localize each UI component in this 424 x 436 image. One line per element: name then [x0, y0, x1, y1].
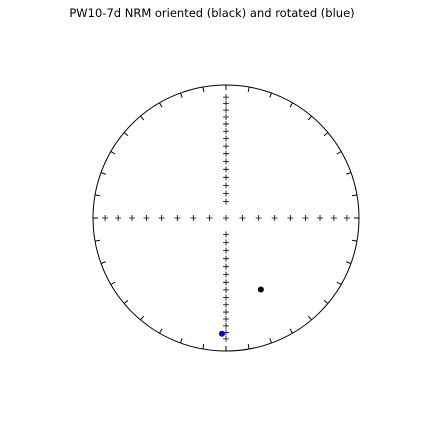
axis-cross: [223, 114, 229, 121]
axis-cross: [223, 198, 229, 205]
axis-cross: [223, 128, 229, 135]
rim-tick: [346, 172, 352, 175]
rim-tick: [269, 338, 272, 344]
rim-tick: [323, 132, 329, 137]
axis-cross: [174, 215, 181, 221]
rim-tick: [307, 315, 312, 321]
axis-cross: [287, 215, 294, 221]
rim-tick: [323, 299, 329, 304]
rim-tick: [247, 86, 250, 93]
axis-cross: [223, 263, 229, 270]
data-point: [218, 330, 225, 337]
rim-tick: [100, 261, 106, 264]
data-points: [218, 286, 264, 337]
axis-cross: [223, 247, 229, 254]
axis-cross: [223, 335, 229, 342]
rim-tick: [123, 299, 129, 304]
axis-cross: [102, 215, 109, 221]
axis-cross: [223, 150, 229, 157]
rim-tick: [307, 115, 312, 121]
rim-tick: [351, 239, 358, 242]
axis-cross: [223, 322, 229, 329]
axis-cross: [223, 239, 229, 246]
axis-cross: [223, 135, 229, 142]
rim-tick: [140, 115, 145, 121]
axis-cross: [223, 279, 229, 286]
rim-tick: [202, 343, 205, 350]
axis-cross: [223, 182, 229, 189]
axis-cross: [223, 309, 229, 316]
rim-tick: [94, 239, 101, 242]
axis-cross: [330, 215, 337, 221]
axis-cross: [190, 215, 197, 221]
rim-ticks: [93, 85, 359, 351]
axis-cross: [223, 94, 229, 101]
axis-cross: [255, 215, 262, 221]
rim-tick: [336, 281, 342, 285]
rim-tick: [346, 261, 352, 264]
axis-cross: [271, 215, 278, 221]
rim-tick: [159, 328, 163, 334]
rim-tick: [351, 194, 358, 197]
axis-cross: [223, 315, 229, 322]
rim-tick: [110, 281, 116, 285]
rim-tick: [247, 343, 250, 350]
rim-tick: [336, 151, 342, 155]
axis-cross: [223, 271, 229, 278]
axis-cross: [343, 215, 350, 221]
axis-cross: [223, 286, 229, 293]
axis-cross: [158, 215, 165, 221]
axis-cross: [239, 215, 246, 221]
axis-cross: [206, 215, 213, 221]
rim-tick: [159, 102, 163, 108]
rim-tick: [202, 86, 205, 93]
axis-cross: [302, 215, 309, 221]
axis-cross: [223, 100, 229, 107]
rim-tick: [289, 102, 293, 108]
data-point: [257, 286, 264, 293]
axis-cross: [115, 215, 122, 221]
axis-cross: [223, 158, 229, 165]
axis-cross: [317, 215, 324, 221]
axis-cross: [223, 255, 229, 262]
axis-cross: [223, 301, 229, 308]
rim-tick: [123, 132, 129, 137]
axis-crosses: [102, 94, 350, 342]
axis-cross: [223, 143, 229, 150]
rim-tick: [289, 328, 293, 334]
rim-tick: [269, 92, 272, 98]
rim-tick: [140, 315, 145, 321]
rim-tick: [110, 151, 116, 155]
axis-cross: [223, 294, 229, 301]
axis-cross: [223, 107, 229, 114]
chart-title: PW10-7d NRM oriented (black) and rotated…: [69, 6, 355, 20]
axis-cross: [223, 120, 229, 127]
rim-tick: [94, 194, 101, 197]
rim-tick: [180, 92, 183, 98]
axis-cross: [223, 231, 229, 238]
axis-cross: [143, 215, 150, 221]
rim-tick: [180, 338, 183, 344]
axis-cross: [128, 215, 135, 221]
axis-cross: [223, 166, 229, 173]
axis-cross: [223, 174, 229, 181]
axis-cross: [223, 215, 229, 221]
axis-cross: [223, 190, 229, 197]
rim-tick: [100, 172, 106, 175]
